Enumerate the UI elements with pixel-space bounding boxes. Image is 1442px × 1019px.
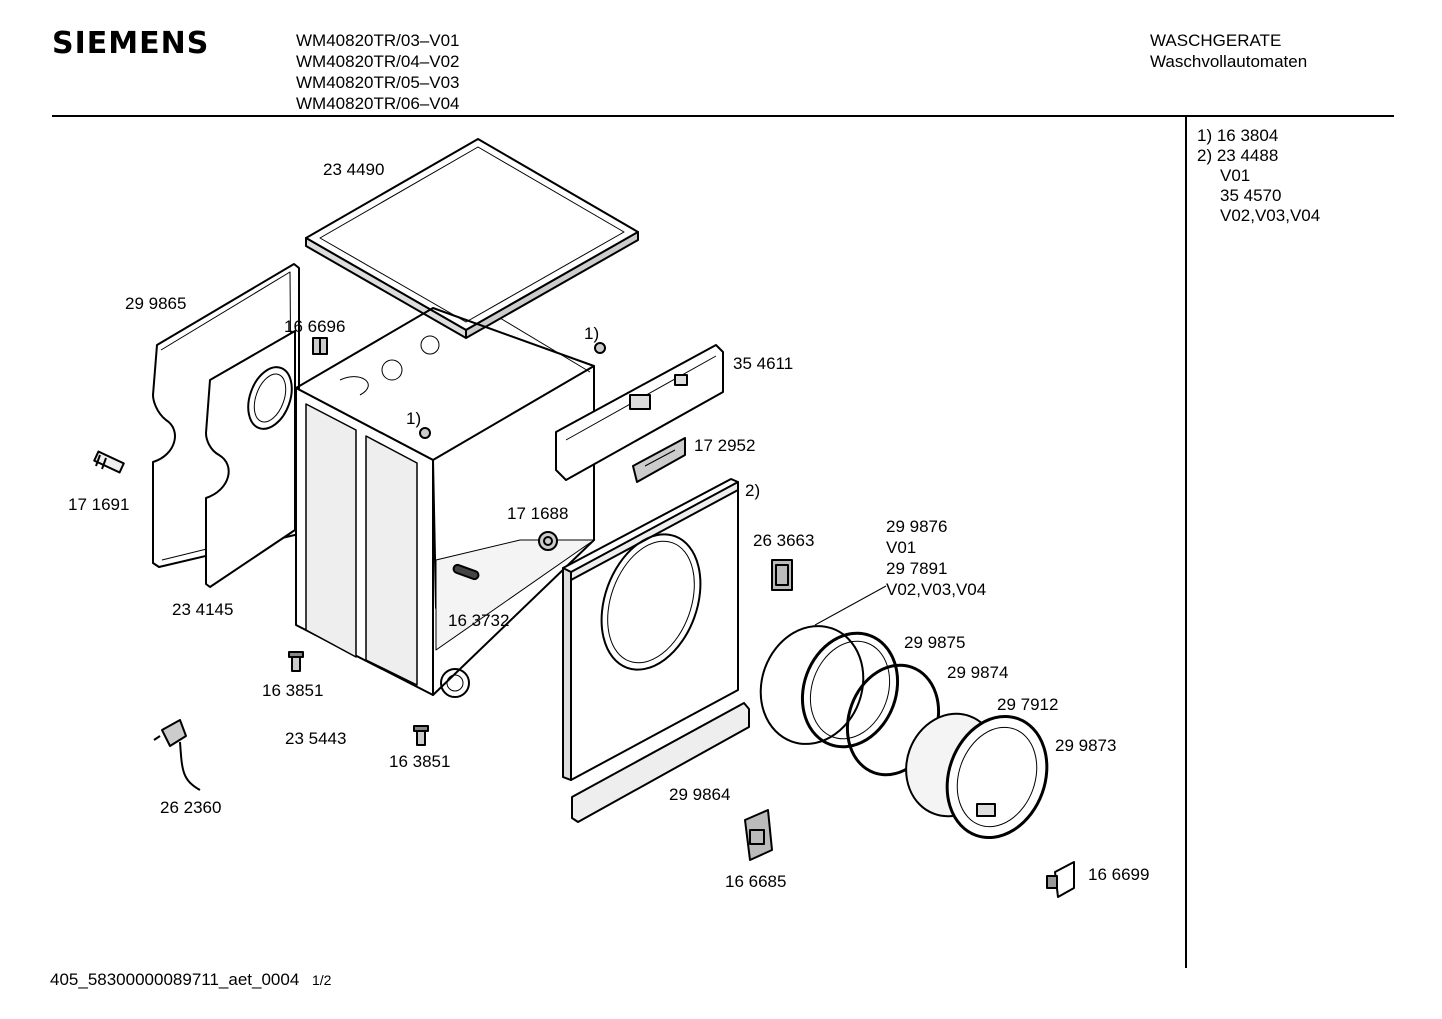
label-cable-clip: 16 3732 [448, 611, 510, 630]
label-switch: 16 6685 [725, 872, 787, 891]
label-cabinet: 23 5443 [285, 729, 347, 748]
label-door-lock: 26 3663 [753, 531, 815, 550]
switch-part [744, 809, 773, 861]
label-note1-inner: 1) [406, 409, 422, 428]
legend: 1) 16 3804 2) 23 4488 V01 35 4570 V02,V0… [1197, 126, 1320, 226]
category-subtitle: Waschvollautomaten [1150, 52, 1308, 71]
hose-connector-part [93, 450, 125, 474]
label-door-variant-b-versions: V02,V03,V04 [886, 580, 987, 599]
label-hose-connector: 17 1691 [68, 495, 130, 514]
label-bracket: 16 6696 [284, 317, 346, 336]
legend-line-1: 1) 16 3804 [1197, 126, 1279, 145]
document-id: 405_58300000089711_aet_0004 [50, 970, 300, 989]
door-lock-part [771, 559, 793, 591]
model-line-3: WM40820TR/05–V03 [296, 73, 460, 92]
nut-inner-part [419, 427, 431, 439]
power-cord-part [153, 719, 201, 791]
label-rear-seal: 29 9865 [125, 294, 187, 313]
label-power-cord: 26 2360 [160, 798, 222, 817]
label-rear-panel: 23 4145 [172, 600, 234, 619]
label-foot: 17 1688 [507, 504, 569, 523]
label-note2: 2) [745, 481, 761, 500]
label-door-variant-a: 29 9876 [886, 517, 948, 536]
door-frame-part [945, 714, 1049, 840]
display-module-part [632, 437, 686, 483]
legend-line-3: V01 [1220, 166, 1251, 185]
kick-plate-part [571, 702, 750, 823]
legend-line-4: 35 4570 [1220, 186, 1282, 205]
legend-divider [1185, 116, 1187, 968]
label-screw-bottom: 16 3851 [389, 752, 451, 771]
model-line-4: WM40820TR/06–V04 [296, 94, 460, 113]
label-control-bracket: 35 4611 [733, 354, 794, 373]
door-ring-inner [800, 631, 900, 749]
leader-line [814, 585, 887, 626]
hinge-part [1046, 861, 1075, 898]
cable-clip-part [452, 563, 480, 581]
label-door-frame: 29 9873 [1055, 736, 1117, 755]
label-ring-inner: 29 9875 [904, 633, 966, 652]
label-door-glass: 29 7912 [997, 695, 1059, 714]
rear-panel-part [205, 330, 296, 588]
header-divider [52, 115, 1394, 117]
screw-bottom-part [413, 725, 429, 746]
label-note1-top: 1) [584, 324, 600, 343]
model-line-1: WM40820TR/03–V01 [296, 31, 460, 50]
label-display-module: 17 2952 [694, 436, 756, 455]
label-ring-middle: 29 9874 [947, 663, 1009, 682]
brand-logo: SIEMENS [52, 26, 210, 61]
front-panel-part [562, 478, 739, 781]
legend-line-5: V02,V03,V04 [1220, 206, 1321, 225]
label-hinge: 16 6699 [1088, 865, 1150, 884]
label-door-variant-a-version: V01 [886, 538, 917, 557]
nut-top-part [594, 342, 606, 354]
bracket-part [312, 337, 328, 355]
label-screw-left: 16 3851 [262, 681, 324, 700]
label-kick-plate: 29 9864 [669, 785, 731, 804]
foot-part [538, 531, 558, 551]
page-number: 1/2 [312, 972, 332, 988]
cabinet-part [295, 307, 595, 698]
screw-left-part [288, 651, 304, 672]
category-title: WASCHGERATE [1150, 31, 1282, 50]
legend-line-2: 2) 23 4488 [1197, 146, 1279, 165]
model-line-2: WM40820TR/04–V02 [296, 52, 460, 71]
label-top-cover: 23 4490 [323, 160, 385, 179]
label-door-variant-b: 29 7891 [886, 559, 948, 578]
control-bracket-part [555, 344, 724, 481]
